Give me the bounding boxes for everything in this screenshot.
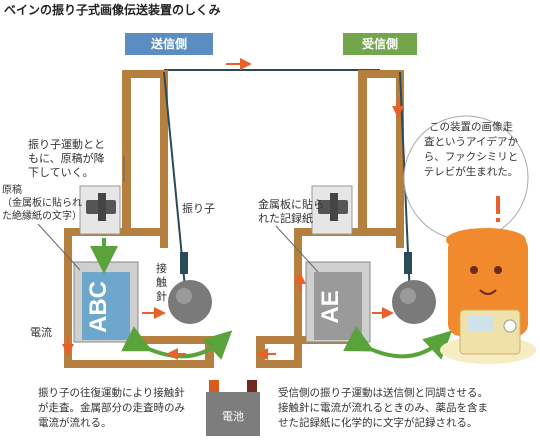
contact-needle-label: 接 触 針: [156, 262, 167, 303]
manuscript-label: 原稿 （金属板に貼られ た絶縁紙の文字）: [2, 185, 82, 222]
receiver-header: 受信側: [343, 33, 417, 55]
sender-doc-text: ABC: [85, 281, 112, 333]
sender-contact-box: [79, 185, 121, 235]
battery-label: 電池: [222, 410, 244, 423]
receiver-document: AE: [305, 261, 371, 343]
pendulum-motion-label: 振り子運動とと もに、原稿が降 下していく。: [28, 138, 105, 179]
current-label: 電流: [30, 326, 52, 339]
mascot-character: [403, 115, 536, 364]
speech-bubble-text: この装置の画像走 査というアイデアか ら、ファクシミリと テレビが生まれた。: [423, 121, 519, 178]
page-title: ベインの振り子式画像伝送装置のしくみ: [4, 3, 221, 17]
sender-header: 送信側: [125, 33, 213, 55]
sender-document: ABC: [73, 261, 139, 343]
pendulum-label: 振り子: [182, 202, 215, 215]
sender-pendulum: [163, 71, 212, 324]
leader-line-3: [275, 225, 319, 273]
battery: [206, 380, 260, 436]
recording-paper-label: 金属板に貼ら れた記録紙: [258, 198, 324, 225]
receiver-swing-arrow: [343, 326, 453, 360]
left-caption: 振り子の往復運動により接触針 が走査。金属部分の走査時のみ 電流が流れる。: [38, 387, 185, 429]
right-caption: 受信側の振り子運動は送信側と同調させる。 接触針に電流が流れるときのみ、薬品を含…: [278, 387, 488, 429]
sender-swing-arrow: [121, 326, 233, 360]
receiver-doc-text: AE: [317, 290, 344, 323]
receiver-contact-box: [311, 185, 353, 235]
leader-line-2: [37, 223, 81, 271]
